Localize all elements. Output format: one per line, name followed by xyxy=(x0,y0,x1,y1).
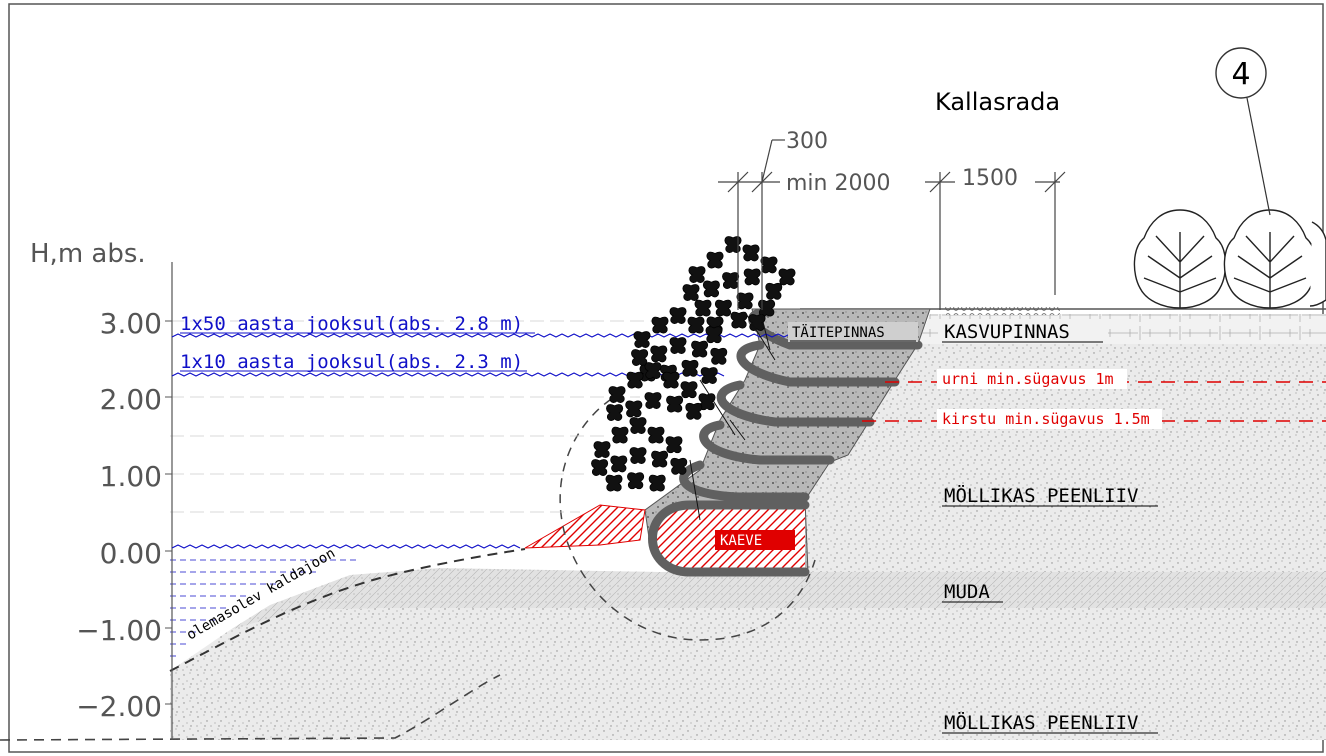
water-line-zero xyxy=(171,544,521,549)
sand-upper-layer xyxy=(805,344,1326,572)
sand-lower-layer xyxy=(170,608,1326,740)
tick-label: 1.00 xyxy=(100,460,162,493)
tick-label: 2.00 xyxy=(100,383,162,416)
excavation-wedge xyxy=(524,504,646,549)
fill-surface-label: TÄITEPINNAS xyxy=(792,323,885,341)
sand-lower-label: MÖLLIKAS PEENLIIV xyxy=(944,711,1138,734)
tree-row xyxy=(1133,209,1326,309)
tick-label: 3.00 xyxy=(100,307,162,340)
axis-ticks xyxy=(165,320,172,705)
existing-shoreline xyxy=(169,548,526,672)
sand-upper-label: MÖLLIKAS PEENLIIV xyxy=(944,484,1138,507)
urn-depth-label: urni min.sügavus 1m xyxy=(942,370,1114,388)
tick-label: −2.00 xyxy=(76,690,162,723)
dimension-300: 300 xyxy=(786,129,828,154)
axis-label: H,m abs. xyxy=(30,239,146,269)
coffin-depth-label: kirstu min.sügavus 1.5m xyxy=(942,410,1150,428)
dimension-min-2000: min 2000 xyxy=(786,171,890,196)
callout-circle xyxy=(1215,47,1267,99)
construction-circle xyxy=(559,384,816,641)
water-dashes xyxy=(170,559,360,657)
dimension-1500: 1500 xyxy=(962,166,1018,191)
flood-line-50 xyxy=(171,333,797,338)
excavation-label: KAEVE xyxy=(720,533,762,549)
gravel-path xyxy=(945,307,1060,315)
tick-label: −1.00 xyxy=(76,614,162,647)
flood-10-label: 1x10 aasta jooksul(abs. 2.3 m) xyxy=(180,351,523,373)
mud-layer xyxy=(230,568,1326,630)
path-title: Kallasrada xyxy=(935,88,1060,116)
mud-label: MUDA xyxy=(944,581,990,603)
tick-label: 0.00 xyxy=(100,537,162,570)
topsoil-label: KASVUPINNAS xyxy=(944,321,1070,343)
excavation-outline xyxy=(0,674,501,741)
callout-leader xyxy=(1246,97,1271,216)
flood-50-label: 1x50 aasta jooksul(abs. 2.8 m) xyxy=(180,313,523,335)
callout-number: 4 xyxy=(1231,57,1250,92)
shrub-cluster xyxy=(591,236,796,521)
grid-lines xyxy=(170,320,730,513)
